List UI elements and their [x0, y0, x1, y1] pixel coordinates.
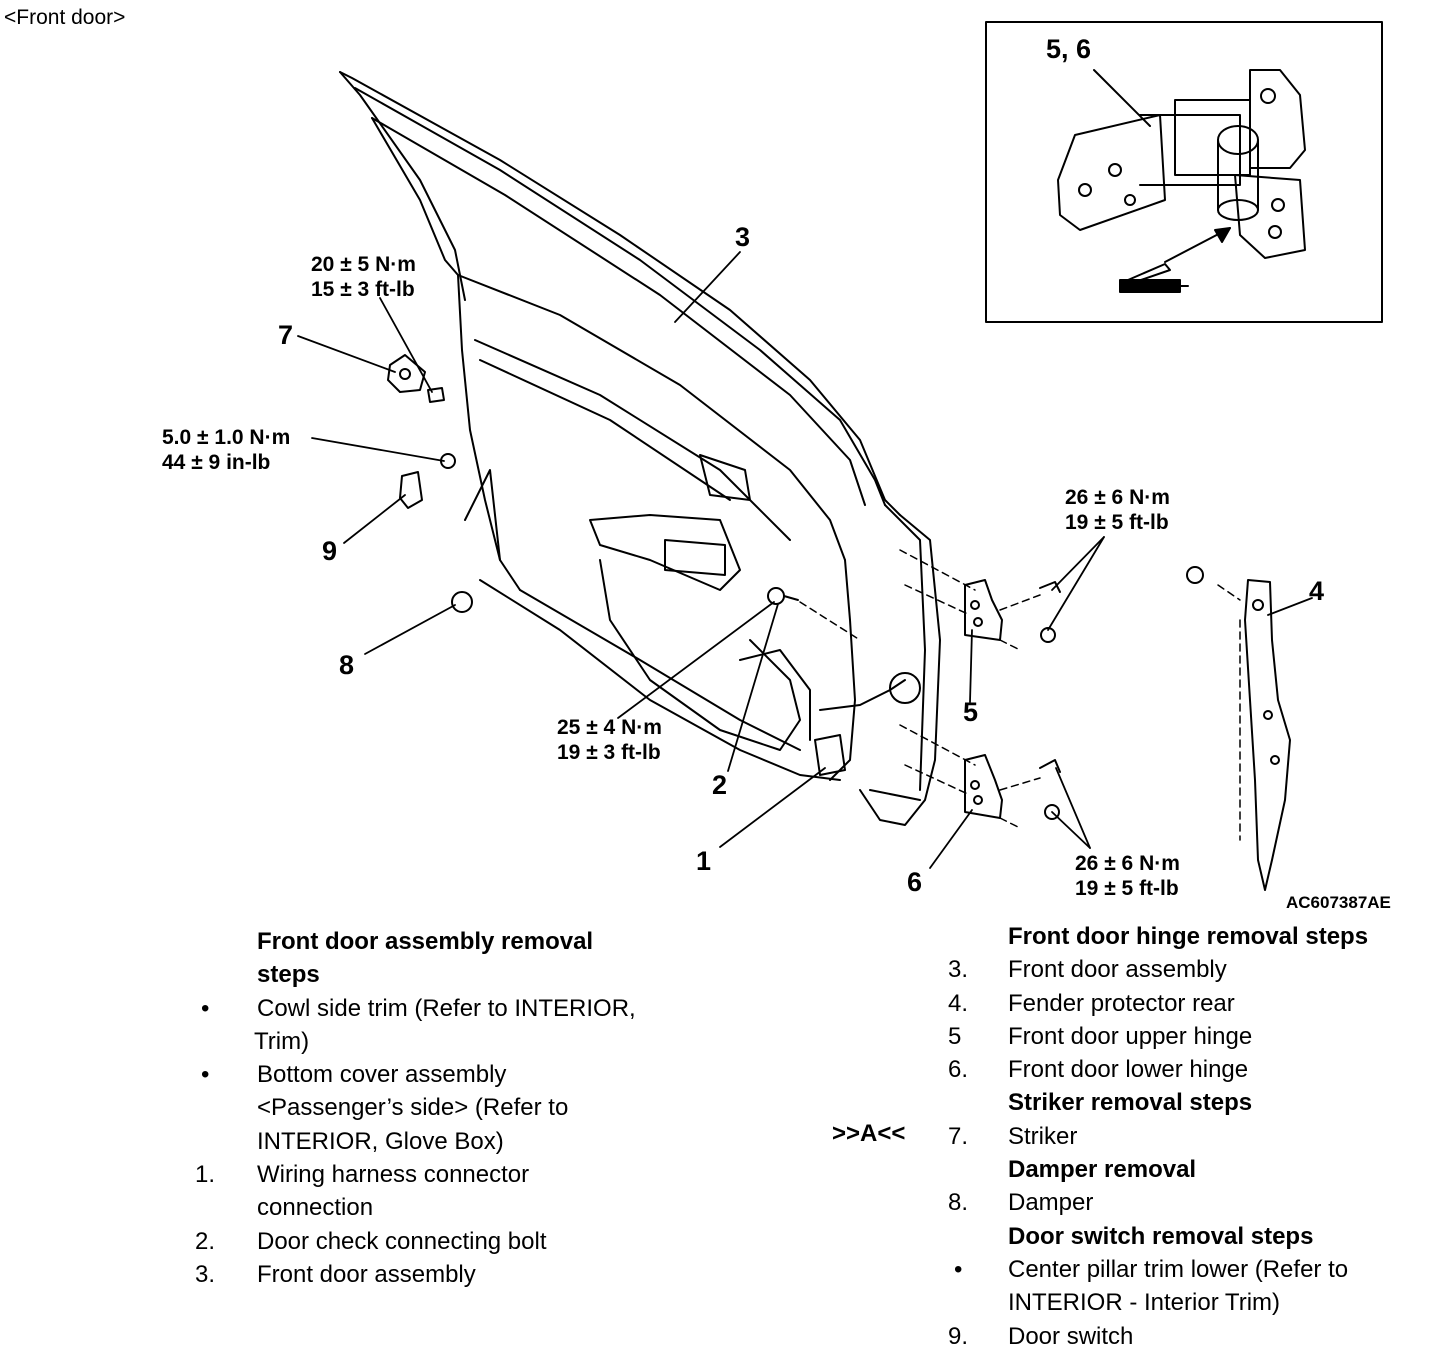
page-header: <Front door>	[4, 6, 126, 29]
leader-lines	[297, 251, 1313, 869]
left-list-item: connection	[195, 1191, 755, 1224]
list-text: Wiring harness connector	[257, 1161, 530, 1189]
list-text: Cowl side trim (Refer to INTERIOR,	[257, 994, 636, 1022]
right-list-item: 3. Front door assembly	[948, 953, 1448, 986]
right-list-item: 9. Door switch	[948, 1320, 1448, 1353]
list-text: Striker	[1008, 1122, 1078, 1150]
list-marker: •	[201, 1061, 210, 1089]
list-text: Door switch	[1008, 1322, 1134, 1350]
callout-4: 4	[1309, 576, 1325, 606]
list-text: Damper	[1008, 1189, 1094, 1217]
list-marker: •	[954, 1255, 963, 1283]
list-text: Striker removal steps	[1008, 1089, 1253, 1117]
right-list-heading: Damper removal	[948, 1153, 1448, 1186]
list-text: Front door lower hinge	[1008, 1056, 1249, 1084]
right-list-item: 5 Front door upper hinge	[948, 1020, 1448, 1053]
list-marker: 1.	[195, 1161, 216, 1189]
list-text: Damper removal	[1008, 1156, 1197, 1184]
left-list-item: 2. Door check connecting bolt	[195, 1225, 755, 1258]
list-marker: 3.	[948, 956, 969, 984]
right-list-item: 8. Damper	[948, 1186, 1448, 1219]
damper-part	[451, 591, 473, 613]
alignment-lines	[799, 549, 1241, 841]
torque-spec-9: 5.0 ± 1.0 N·m 44 ± 9 in-lb	[162, 426, 291, 474]
right-list-heading: Front door hinge removal steps	[948, 920, 1448, 953]
right-list-heading: Door switch removal steps	[948, 1220, 1448, 1253]
list-text: INTERIOR - Interior Trim)	[1008, 1289, 1281, 1317]
callout-2: 2	[712, 770, 728, 800]
front-door-assembly-removal-steps: Front door assembly removal steps • Cowl …	[195, 925, 755, 1291]
list-text: Front door assembly	[1008, 956, 1227, 984]
left-list-item: Trim)	[195, 1025, 755, 1058]
list-text: Front door hinge removal steps	[1008, 923, 1369, 950]
front-door-exploded-diagram	[297, 21, 1383, 891]
list-text: Front door assembly	[257, 1260, 476, 1288]
striker-part	[387, 354, 445, 403]
right-list-item: • Center pillar trim lower (Refer to	[948, 1253, 1448, 1286]
lower-hinge-part	[964, 754, 1061, 820]
door-panel-outline	[339, 71, 941, 826]
hinge-striker-damper-switch-steps: Front door hinge removal steps 3. Front do…	[948, 920, 1448, 1353]
hinge-detail-inset	[985, 21, 1383, 323]
list-marker: 7.	[948, 1122, 969, 1150]
left-list-item: 1. Wiring harness connector	[195, 1158, 755, 1191]
list-marker: 2.	[195, 1227, 216, 1255]
list-marker: •	[201, 994, 210, 1022]
right-list-item: INTERIOR - Interior Trim)	[948, 1286, 1448, 1319]
callout-7: 7	[278, 320, 294, 350]
list-marker: 6.	[948, 1056, 969, 1084]
list-text: Front door upper hinge	[1008, 1022, 1253, 1050]
check-bolt-part	[767, 587, 799, 605]
left-list-item: 3. Front door assembly	[195, 1258, 755, 1291]
right-list-item: 4. Fender protector rear	[948, 987, 1448, 1020]
right-list-item: 6. Front door lower hinge	[948, 1053, 1448, 1086]
upper-hinge-part	[964, 579, 1061, 643]
callout-6: 6	[907, 867, 923, 897]
list-marker: 9.	[948, 1322, 969, 1350]
callout-5-6: 5, 6	[1046, 34, 1092, 64]
list-text: <Passenger’s side> (Refer to	[257, 1094, 569, 1122]
callout-1: 1	[696, 846, 712, 876]
list-text: Trim)	[254, 1027, 310, 1055]
figure-code: AC607387AE	[1286, 893, 1391, 912]
list-text: Door check connecting bolt	[257, 1227, 547, 1255]
torque-spec-6: 26 ± 6 N·m 19 ± 5 ft-lb	[1075, 852, 1180, 900]
torque-spec-7: 20 ± 5 N·m 15 ± 3 ft-lb	[311, 253, 416, 301]
callout-8: 8	[339, 650, 355, 680]
left-list-item: INTERIOR, Glove Box)	[195, 1125, 755, 1158]
list-text: INTERIOR, Glove Box)	[257, 1127, 504, 1155]
list-marker: 3.	[195, 1260, 216, 1288]
right-list-heading: Striker removal steps	[948, 1086, 1448, 1119]
fender-protector-part	[1186, 566, 1291, 891]
left-list-item: • Bottom cover assembly	[195, 1058, 755, 1091]
list-text: Fender protector rear	[1008, 989, 1235, 1017]
callout-3: 3	[735, 222, 751, 252]
door-switch-part	[399, 453, 456, 509]
left-list-item: • Cowl side trim (Refer to INTERIOR,	[195, 992, 755, 1025]
list-marker: 4.	[948, 989, 969, 1017]
left-list-title-1: Front door assembly removal	[257, 928, 594, 955]
list-marker: 8.	[948, 1189, 969, 1217]
left-list-title-2: steps	[257, 961, 320, 989]
torque-spec-2: 25 ± 4 N·m 19 ± 3 ft-lb	[557, 716, 662, 764]
left-list-item: <Passenger’s side> (Refer to	[195, 1091, 755, 1124]
callout-9: 9	[322, 536, 338, 566]
list-text: Bottom cover assembly	[257, 1061, 507, 1089]
torque-spec-5: 26 ± 6 N·m 19 ± 5 ft-lb	[1065, 486, 1170, 534]
striker-service-tag: >>A<<	[832, 1120, 906, 1147]
callout-5: 5	[963, 697, 979, 727]
list-text: Center pillar trim lower (Refer to	[1008, 1255, 1349, 1283]
list-marker: 5	[948, 1022, 962, 1050]
hinge-detail-drawing	[1057, 69, 1306, 293]
list-text: connection	[257, 1194, 374, 1222]
right-list-item: 7. Striker	[948, 1120, 1448, 1153]
list-text: Door switch removal steps	[1008, 1222, 1314, 1250]
